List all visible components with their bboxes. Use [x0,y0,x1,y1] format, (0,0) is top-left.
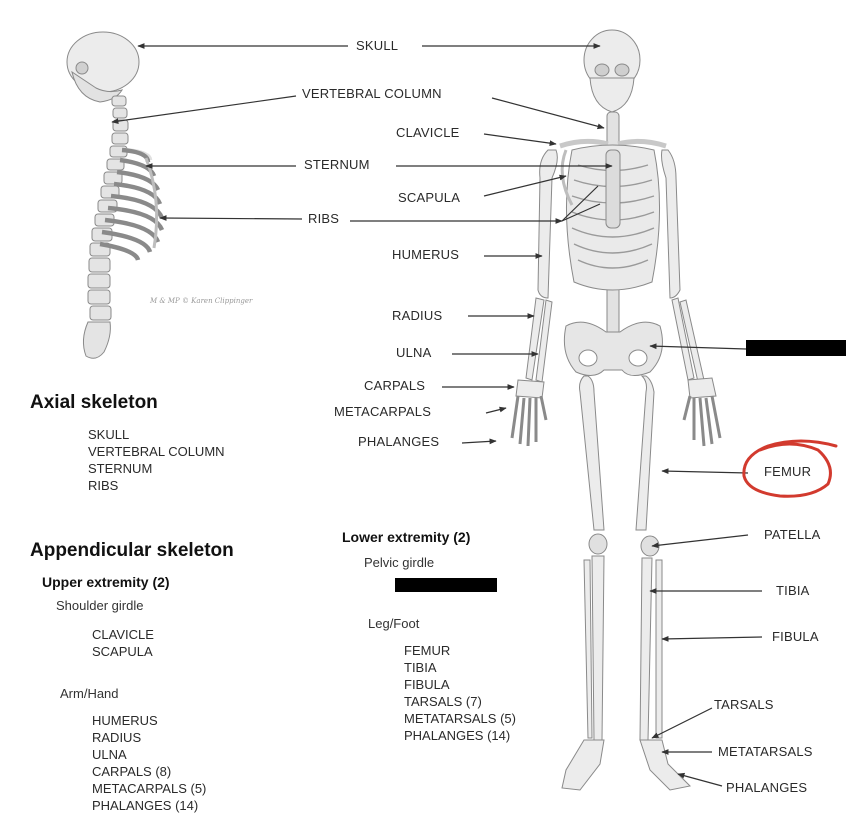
list-item: ULNA [92,747,127,762]
list-item: CLAVICLE [92,627,154,642]
arm-hand-list: HUMERUS RADIUS ULNA CARPALS (8) METACARP… [92,712,206,814]
list-item: METATARSALS (5) [404,711,516,726]
leg-foot-list: FEMUR TIBIA FIBULA TARSALS (7) METATARSA… [404,642,516,744]
leg-foot-heading: Leg/Foot [368,616,420,631]
femur-highlight-circle [742,439,838,498]
list-item: SCAPULA [92,644,153,659]
label-tarsals: TARSALS [714,697,774,712]
axial-skeleton-heading: Axial skeleton [30,392,158,413]
list-item: PHALANGES (14) [404,728,511,743]
label-carpals: CARPALS [360,378,430,393]
list-item: TARSALS (7) [404,694,482,709]
list-item: FIBULA [404,677,450,692]
appendicular-skeleton-heading: Appendicular skeleton [30,540,234,561]
left-hand [510,379,548,447]
pelvic-girdle-heading: Pelvic girdle [364,555,435,570]
leader-lines [111,43,763,787]
list-item: RADIUS [92,730,142,745]
side-spine [82,95,129,359]
list-item: SKULL [88,427,130,442]
label-scapula: SCAPULA [394,190,465,205]
label-patella: PATELLA [764,527,821,542]
label-metacarpals: METACARPALS [330,404,436,419]
lower-extremity-heading: Lower extremity (2) [342,529,471,545]
list-item: PHALANGES (14) [92,798,199,813]
redaction-bar-pelvic-girdle [395,578,497,592]
label-skull: SKULL [352,38,403,53]
label-phalanges-hand: PHALANGES [354,434,444,449]
list-item: RIBS [88,478,119,493]
illustration-credit: M & MP © Karen Clippinger [150,297,253,305]
side-skeleton [66,31,165,359]
list-item: HUMERUS [92,713,158,728]
label-tibia: TIBIA [776,583,810,598]
label-radius: RADIUS [388,308,447,323]
shoulder-girdle-heading: Shoulder girdle [56,598,144,613]
label-phalanges-foot: PHALANGES [726,780,808,795]
list-item: FEMUR [404,643,451,658]
list-item: METACARPALS (5) [92,781,207,796]
list-item: VERTEBRAL COLUMN [88,444,225,459]
label-metatarsals: METATARSALS [718,744,813,759]
label-sternum: STERNUM [300,157,374,172]
front-skeleton [510,29,722,791]
list-item: TIBIA [404,660,437,675]
list-item: CARPALS (8) [92,764,172,779]
label-humerus: HUMERUS [388,247,464,262]
label-clavicle: CLAVICLE [392,125,464,140]
label-femur: FEMUR [764,464,812,479]
redaction-bar-pelvis [746,340,846,356]
list-item: STERNUM [88,461,153,476]
upper-extremity-heading: Upper extremity (2) [42,574,170,590]
label-ulna: ULNA [392,345,436,360]
shoulder-girdle-list: CLAVICLE SCAPULA [92,626,154,660]
right-hand [682,377,722,447]
arm-hand-heading: Arm/Hand [60,686,119,701]
axial-skeleton-list: SKULL VERTEBRAL COLUMN STERNUM RIBS [88,426,225,494]
label-vertebral-column: VERTEBRAL COLUMN [298,86,446,101]
label-ribs: RIBS [304,211,344,226]
label-fibula: FIBULA [772,629,819,644]
